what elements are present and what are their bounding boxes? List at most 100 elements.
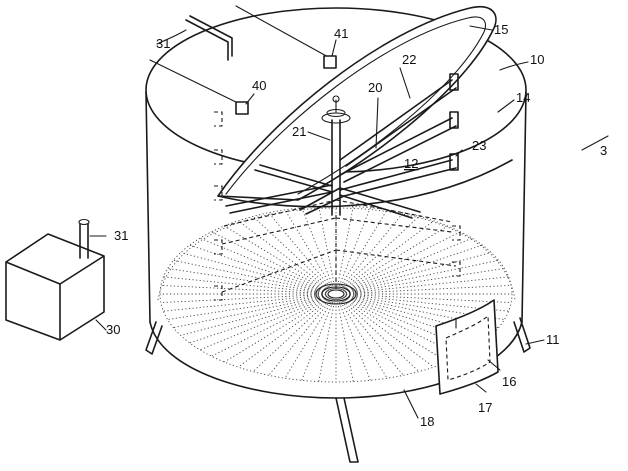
label-12: 12 (404, 156, 418, 171)
leader-17 (475, 383, 487, 393)
floor-radial-pattern (159, 205, 513, 383)
leader-22 (399, 67, 411, 99)
leader-31a (156, 29, 187, 45)
leader-30 (95, 319, 107, 331)
floor-ray (237, 297, 331, 368)
box-30 (5, 233, 105, 341)
lid (217, 6, 513, 208)
floor-ray (268, 298, 333, 376)
arm-upper-3 (339, 159, 457, 197)
external-box (5, 218, 105, 341)
heat-exchanger (435, 299, 499, 395)
leader-3 (581, 135, 609, 151)
sensor-40-wire (149, 59, 241, 105)
label-31-top: 31 (156, 36, 170, 51)
floor-ray (340, 216, 420, 290)
floor-ray (160, 284, 327, 294)
floor-ray (339, 298, 404, 376)
floor-ray (211, 297, 330, 357)
floor-ray (268, 212, 333, 290)
arm-cross-b (339, 187, 421, 219)
floor-ray (342, 297, 461, 357)
paddles-hidden-right (452, 225, 461, 277)
floor-ray (341, 220, 435, 291)
floor-ray (338, 298, 388, 379)
heat-exchanger-plate (435, 299, 499, 395)
pipe-31-box-cap (78, 218, 90, 226)
floor-ray (189, 244, 328, 292)
lid-outer (217, 6, 497, 201)
floor-ray (344, 296, 483, 344)
arm-end-1 (449, 73, 459, 91)
sensor-41-wire (235, 5, 331, 59)
label-20: 20 (368, 80, 382, 95)
floor-ray (339, 212, 404, 290)
floor-ray (345, 268, 505, 293)
leader-23 (455, 149, 463, 157)
leader-40 (245, 93, 255, 105)
floor-ray (344, 252, 492, 293)
label-15: 15 (494, 22, 508, 37)
arm-end-2 (449, 111, 459, 129)
leader-16 (487, 359, 501, 371)
floor-ray (167, 268, 327, 293)
floor-center-ring (321, 286, 351, 302)
arm-end-3 (449, 153, 459, 171)
floor-ray (342, 231, 461, 291)
arm-upper-2 (339, 117, 457, 183)
floor-outer-ring (159, 205, 513, 383)
floor-ray (345, 284, 512, 294)
floor-ray (284, 209, 334, 290)
floor-ray (180, 252, 328, 293)
leader-lines (89, 25, 609, 419)
paddles-hidden-left (214, 111, 223, 301)
floor-ray (252, 298, 332, 372)
sensors-pipes (149, 5, 337, 115)
arm-cross-a (254, 164, 333, 193)
leader-11 (525, 339, 545, 345)
stirring-frame (214, 73, 461, 301)
label-41: 41 (334, 26, 348, 41)
floor-ray (338, 209, 388, 290)
floor-ray (180, 295, 328, 336)
label-14: 14 (516, 90, 530, 105)
leg-front (335, 397, 359, 463)
arm-left (225, 184, 333, 214)
hub-cap (332, 95, 340, 103)
sensor-40 (235, 101, 249, 115)
tank-left-wall (145, 91, 151, 323)
pipe-31-box (79, 223, 89, 259)
label-18: 18 (420, 414, 434, 429)
floor-ray (337, 298, 371, 381)
arm-upper-1 (339, 79, 457, 167)
pipe-31-top (185, 15, 233, 61)
floor-ray (341, 297, 435, 368)
floor-ray (237, 220, 331, 291)
label-21: 21 (292, 124, 306, 139)
leader-20 (375, 97, 379, 149)
label-22: 22 (402, 52, 416, 67)
floor-ray (211, 231, 330, 291)
floor-ray (189, 296, 328, 344)
floor-ray (224, 225, 330, 291)
leader-18 (403, 389, 419, 419)
leader-14 (497, 99, 515, 113)
leg-left (145, 321, 163, 355)
arms-hidden (221, 199, 457, 293)
label-17: 17 (478, 400, 492, 415)
sensor-41 (323, 55, 337, 69)
opening-edge (217, 159, 513, 208)
label-23: 23 (472, 138, 486, 153)
floor-ray (301, 207, 335, 290)
label-30: 30 (106, 322, 120, 337)
floor-center-ring (315, 283, 357, 305)
floor-ray (318, 298, 336, 382)
leader-21 (307, 131, 331, 141)
floor-ray (284, 298, 334, 379)
floor-ray (173, 259, 327, 293)
floor-ray (343, 237, 473, 292)
tank-bottom-hidden-arc (157, 207, 516, 301)
floor-center-ring (327, 289, 345, 299)
hub (321, 112, 351, 124)
